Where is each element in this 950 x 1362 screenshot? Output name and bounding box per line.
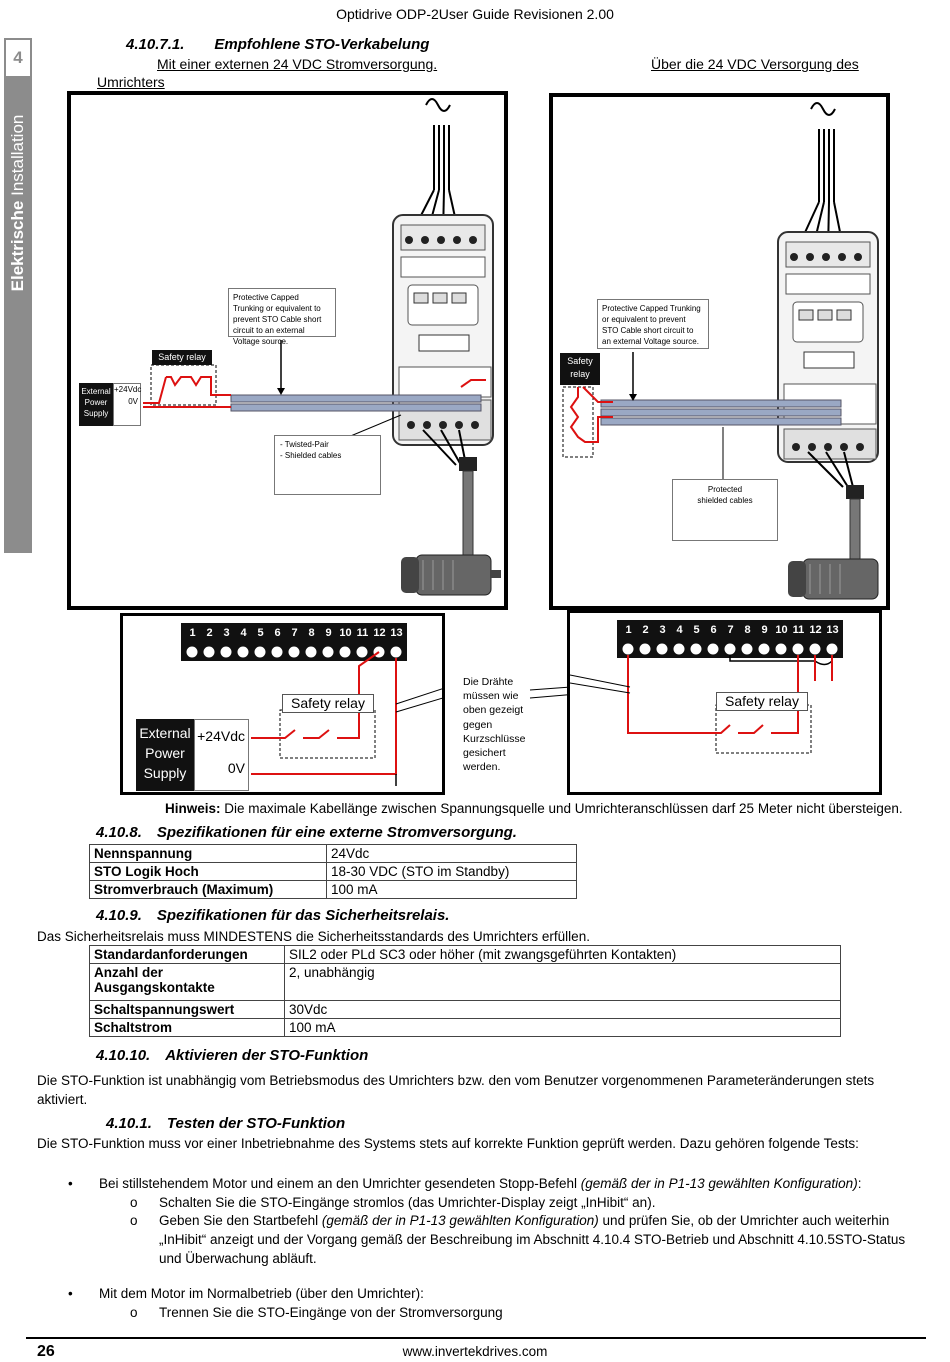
terminal-screws	[185, 645, 403, 659]
section-heading-41010: 4.10.10. Aktivieren der STO-Funktion	[96, 1047, 369, 1064]
sub-bullet-icon: o	[130, 1195, 138, 1210]
test-bullet-2: Mit dem Motor im Normalbetrieb (über den…	[99, 1286, 424, 1301]
supply-return-wire	[251, 658, 397, 775]
ac-symbol-icon	[810, 102, 836, 116]
trunking-note: Protective Capped Trunking or equivalent…	[597, 299, 709, 349]
motor-icon	[401, 554, 501, 596]
drive-unit-icon	[392, 214, 494, 446]
running-header: Optidrive ODP-2User Guide Revisionen 2.0…	[336, 6, 614, 22]
terminal-screws	[621, 642, 839, 656]
motor-icon	[788, 558, 879, 600]
test-sub-1: Schalten Sie die STO-Eingänge stromlos (…	[159, 1195, 656, 1210]
relay-contacts	[569, 387, 613, 443]
right-caption-1: Über die 24 VDC Versorgung des	[651, 56, 859, 72]
sto-wiring-diagram-external: Protective Capped Trunking or equivalent…	[67, 91, 508, 610]
sto-wiring-diagram-internal: Protective Capped Trunking or equivalent…	[549, 93, 890, 610]
drive-unit-icon	[777, 231, 879, 463]
right-caption-2: Umrichters	[97, 74, 165, 90]
capped-trunking	[600, 399, 842, 426]
terminal-wiring	[185, 645, 442, 786]
page-number: 26	[37, 1343, 55, 1360]
test-sub-3: Trennen Sie die STO-Eingänge von der Str…	[159, 1305, 503, 1320]
test-sub-2: Geben Sie den Startbefehl (gemäß der in …	[159, 1213, 906, 1266]
relay-contacts	[143, 376, 231, 404]
relay-wire	[627, 655, 799, 734]
sto-activation-text: Die STO-Funktion ist unabhängig vom Betr…	[37, 1073, 875, 1107]
sto-test-intro: Die STO-Funktion muss vor einer Inbetrie…	[37, 1136, 859, 1151]
trunking-note: Protective Capped Trunking or equivalent…	[228, 288, 336, 346]
footer-url: www.invertekdrives.com	[402, 1344, 548, 1359]
bullet-icon: •	[68, 1286, 73, 1301]
chapter-sidebar: 4 Elektrische Installation	[4, 38, 32, 553]
section-heading-41011: 4.10.1. Testen der STO-Funktion	[106, 1115, 346, 1132]
cable-type-note: - Twisted-Pair- Shielded cables	[274, 435, 381, 495]
bullet-icon: •	[68, 1176, 73, 1191]
left-caption: Mit einer externen 24 VDC Stromversorgun…	[157, 56, 438, 72]
relay-outline	[150, 364, 217, 406]
section-heading-4108: 4.10.8. Spezifikationen für eine externe…	[96, 824, 517, 841]
table-row: Stromverbrauch (Maximum)100 mA	[89, 880, 577, 899]
diagram-drawing-right	[562, 102, 879, 600]
hint-line: Hinweis: Die maximale Kabellänge zwische…	[165, 801, 903, 816]
relay-intro: Das Sicherheitsrelais muss MINDESTENS di…	[37, 929, 590, 944]
test-bullet-1: Bei stillstehendem Motor und einem an de…	[99, 1176, 862, 1191]
chapter-number: 4	[4, 38, 32, 78]
section-heading-41071: 4.10.7.1. Empfohlene STO-Verkabelung	[126, 36, 430, 53]
section-heading-4109: 4.10.9. Spezifikationen für das Sicherhe…	[96, 907, 450, 924]
safety-relay-label: Safety relay	[152, 350, 212, 365]
sub-bullet-icon: o	[130, 1213, 138, 1228]
terminal-wiring	[570, 642, 839, 754]
safety-relay-label: Safety relay	[282, 694, 374, 713]
supply-voltage-terminals: +24Vdc 0V	[194, 719, 249, 791]
chapter-title: Elektrische Installation	[8, 114, 27, 292]
supply-cables	[410, 125, 460, 236]
safety-relay-label: Safety relay	[716, 692, 808, 711]
footer-rule	[26, 1337, 926, 1339]
sub-bullet-icon: o	[130, 1305, 138, 1320]
diagram-drawing	[143, 98, 501, 596]
ac-symbol-icon	[425, 98, 451, 112]
